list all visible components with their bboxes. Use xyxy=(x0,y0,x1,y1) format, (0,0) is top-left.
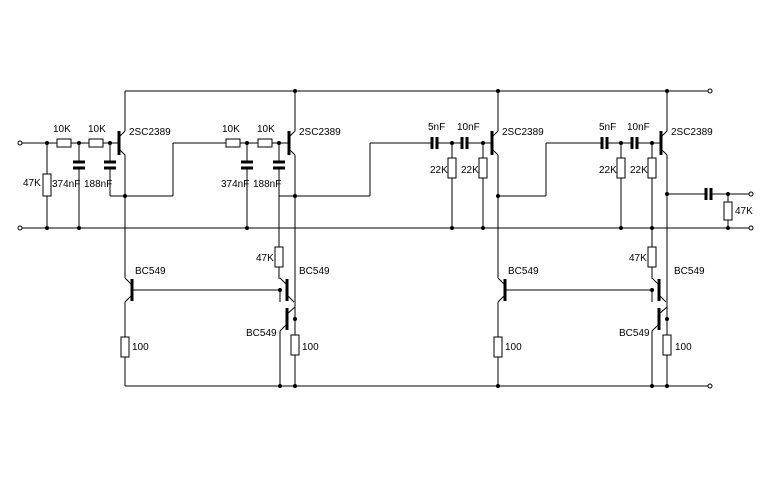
label-22k: 22K xyxy=(430,165,448,176)
label-100: 100 xyxy=(132,342,149,353)
label-188nf: 188nF xyxy=(84,179,112,190)
label-188nf: 188nF xyxy=(253,179,281,190)
label-47k: 47K xyxy=(256,253,274,264)
label-10k: 10K xyxy=(88,124,106,135)
label-100: 100 xyxy=(302,342,319,353)
labels: 10K 10K 47K 374nF 188nF 2SC2389 10K 10K … xyxy=(23,122,753,353)
terminal[interactable] xyxy=(748,225,754,231)
label-100: 100 xyxy=(505,342,522,353)
label-47k: 47K xyxy=(23,178,41,189)
label-bc549: BC549 xyxy=(299,266,330,277)
label-bc549: BC549 xyxy=(674,266,705,277)
label-bc549: BC549 xyxy=(619,328,650,339)
stage-2 xyxy=(173,89,371,388)
stage-1 xyxy=(17,91,280,386)
label-100: 100 xyxy=(675,342,692,353)
label-2sc2389: 2SC2389 xyxy=(299,127,341,138)
label-10k: 10K xyxy=(53,124,71,135)
bottom-rail xyxy=(125,383,713,389)
input-terminal[interactable] xyxy=(17,140,23,146)
label-10k: 10K xyxy=(257,124,275,135)
label-2sc2389: 2SC2389 xyxy=(129,127,171,138)
label-22k: 22K xyxy=(461,165,479,176)
label-5nf: 5nF xyxy=(428,122,445,133)
terminal[interactable] xyxy=(707,383,713,389)
stage-3 xyxy=(370,89,652,388)
label-bc549: BC549 xyxy=(246,328,277,339)
label-bc549: BC549 xyxy=(135,266,166,277)
terminal[interactable] xyxy=(17,225,23,231)
label-5nf: 5nF xyxy=(599,122,616,133)
label-10nf: 10nF xyxy=(627,122,650,133)
label-47k: 47K xyxy=(629,253,647,264)
label-bc549: BC549 xyxy=(508,266,539,277)
label-22k: 22K xyxy=(599,165,617,176)
output-terminal[interactable] xyxy=(748,191,754,197)
label-10k: 10K xyxy=(222,124,240,135)
label-2sc2389: 2SC2389 xyxy=(502,127,544,138)
label-47k: 47K xyxy=(735,206,753,217)
label-374nf: 374nF xyxy=(221,179,249,190)
mid-rail xyxy=(17,225,754,231)
top-rail xyxy=(125,88,713,94)
label-10nf: 10nF xyxy=(457,122,480,133)
label-2sc2389: 2SC2389 xyxy=(671,127,713,138)
stage-4 xyxy=(546,89,754,388)
terminal[interactable] xyxy=(707,88,713,94)
label-374nf: 374nF xyxy=(52,179,80,190)
label-22k: 22K xyxy=(630,165,648,176)
